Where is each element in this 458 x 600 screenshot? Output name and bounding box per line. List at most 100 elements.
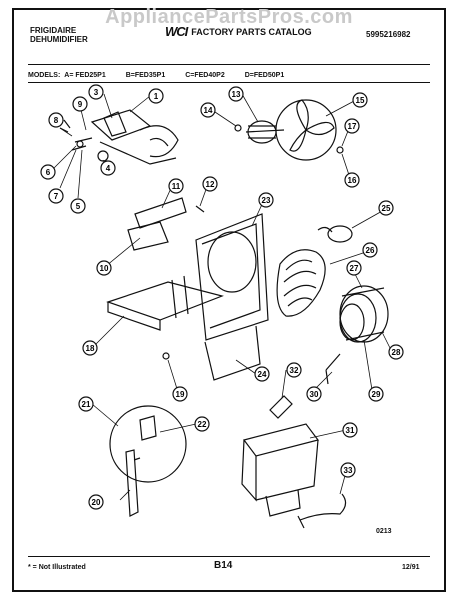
svg-text:6: 6 bbox=[46, 168, 51, 177]
callout-19: 19 bbox=[172, 386, 188, 402]
svg-text:17: 17 bbox=[348, 122, 357, 131]
mounting-bracket bbox=[127, 197, 205, 251]
callout-23: 23 bbox=[258, 192, 274, 208]
condenser-coil bbox=[339, 285, 389, 343]
revision-date: 12/91 bbox=[402, 564, 420, 571]
callout-18: 18 bbox=[82, 340, 98, 356]
svg-text:25: 25 bbox=[382, 204, 391, 213]
svg-text:13: 13 bbox=[232, 90, 241, 99]
svg-text:20: 20 bbox=[92, 498, 101, 507]
callout-26: 26 bbox=[362, 242, 378, 258]
callout-8: 8 bbox=[48, 112, 64, 128]
model-d: D=FED50P1 bbox=[244, 72, 285, 79]
callout-27: 27 bbox=[346, 260, 362, 276]
base-pan bbox=[106, 275, 224, 360]
catalog-title: WCI FACTORY PARTS CATALOG bbox=[165, 24, 312, 39]
callout-16: 16 bbox=[344, 172, 360, 188]
water-bucket bbox=[241, 423, 320, 517]
svg-text:5: 5 bbox=[76, 202, 81, 211]
svg-text:30: 30 bbox=[310, 390, 319, 399]
svg-text:23: 23 bbox=[262, 196, 271, 205]
svg-text:24: 24 bbox=[258, 370, 267, 379]
callout-6: 6 bbox=[40, 164, 56, 180]
svg-text:1: 1 bbox=[154, 92, 159, 101]
callout-17: 17 bbox=[344, 118, 360, 134]
callout-12: 12 bbox=[202, 176, 218, 192]
svg-text:26: 26 bbox=[366, 246, 375, 255]
svg-text:14: 14 bbox=[204, 106, 213, 115]
catalog-label: FACTORY PARTS CATALOG bbox=[191, 26, 312, 37]
callout-30: 30 bbox=[306, 386, 322, 402]
callout-24: 24 bbox=[254, 366, 270, 382]
leader-lines bbox=[53, 93, 393, 501]
header-rule-bottom bbox=[28, 82, 430, 83]
svg-text:12: 12 bbox=[206, 180, 215, 189]
svg-text:10: 10 bbox=[100, 264, 109, 273]
callout-14: 14 bbox=[200, 102, 216, 118]
callout-11: 11 bbox=[168, 178, 184, 194]
svg-text:9: 9 bbox=[78, 100, 83, 109]
callout-22: 22 bbox=[194, 416, 210, 432]
svg-text:15: 15 bbox=[356, 96, 365, 105]
callout-25: 25 bbox=[378, 200, 394, 216]
callout-7: 7 bbox=[48, 188, 64, 204]
callout-21: 21 bbox=[78, 396, 94, 412]
callout-3: 3 bbox=[88, 84, 104, 100]
motor-fan-assembly bbox=[234, 99, 344, 161]
svg-text:7: 7 bbox=[54, 192, 59, 201]
svg-text:16: 16 bbox=[348, 176, 357, 185]
callout-29: 29 bbox=[368, 386, 384, 402]
footer-rule bbox=[28, 556, 430, 557]
detail-circle bbox=[109, 405, 187, 517]
capacitor bbox=[317, 225, 353, 243]
product-name: DEHUMIDIFIER bbox=[30, 35, 88, 44]
models-label: MODELS: bbox=[28, 72, 61, 79]
callout-4: 4 bbox=[100, 160, 116, 176]
callout-15: 15 bbox=[352, 92, 368, 108]
svg-text:8: 8 bbox=[54, 116, 59, 125]
callout-20: 20 bbox=[88, 494, 104, 510]
svg-text:29: 29 bbox=[372, 390, 381, 399]
header-brand-block: FRIGIDAIRE DEHUMIDIFIER bbox=[30, 26, 88, 44]
model-c: C=FED40P2 bbox=[185, 72, 225, 79]
power-cord bbox=[297, 493, 347, 529]
evaporator-coil bbox=[276, 249, 326, 317]
svg-text:27: 27 bbox=[350, 264, 359, 273]
svg-text:21: 21 bbox=[82, 400, 91, 409]
switch-bracket-assembly bbox=[59, 109, 179, 165]
callout-10: 10 bbox=[96, 260, 112, 276]
svg-text:18: 18 bbox=[86, 344, 95, 353]
callout-33: 33 bbox=[340, 462, 356, 478]
brand-name: FRIGIDAIRE bbox=[30, 26, 77, 35]
models-line: MODELS: A= FED25P1 B=FED35P1 C=FED40P2 D… bbox=[28, 72, 428, 79]
callout-9: 9 bbox=[72, 96, 88, 112]
fan-shroud bbox=[195, 213, 269, 381]
header-rule-top bbox=[28, 64, 430, 65]
catalog-number: 5995216982 bbox=[366, 30, 411, 39]
page-border bbox=[12, 8, 446, 592]
rod-and-clip bbox=[269, 353, 341, 419]
svg-text:22: 22 bbox=[198, 420, 207, 429]
callout-1: 1 bbox=[148, 88, 164, 104]
callout-31: 31 bbox=[342, 422, 358, 438]
model-a: A= FED25P1 bbox=[64, 72, 106, 79]
callout-5: 5 bbox=[70, 198, 86, 214]
svg-text:32: 32 bbox=[290, 366, 299, 375]
svg-text:4: 4 bbox=[106, 164, 111, 173]
page-number: B14 bbox=[214, 560, 233, 571]
diagram-linework bbox=[53, 93, 393, 529]
svg-text:31: 31 bbox=[346, 426, 355, 435]
watermark: AppliancePartsPros.com bbox=[105, 6, 353, 28]
svg-text:11: 11 bbox=[172, 182, 181, 191]
svg-text:3: 3 bbox=[94, 88, 99, 97]
callout-13: 13 bbox=[228, 86, 244, 102]
svg-text:28: 28 bbox=[392, 348, 401, 357]
callout-28: 28 bbox=[388, 344, 404, 360]
model-b: B=FED35P1 bbox=[125, 72, 166, 79]
footnote: * = Not Illustrated bbox=[28, 564, 86, 571]
callouts: 1 3 4 5 6 7 8 9 10 11 12 13 14 15 16 17 … bbox=[40, 84, 404, 510]
svg-text:19: 19 bbox=[176, 390, 185, 399]
wci-logo: WCI bbox=[165, 24, 188, 39]
diagram-code: 0213 bbox=[376, 528, 392, 535]
